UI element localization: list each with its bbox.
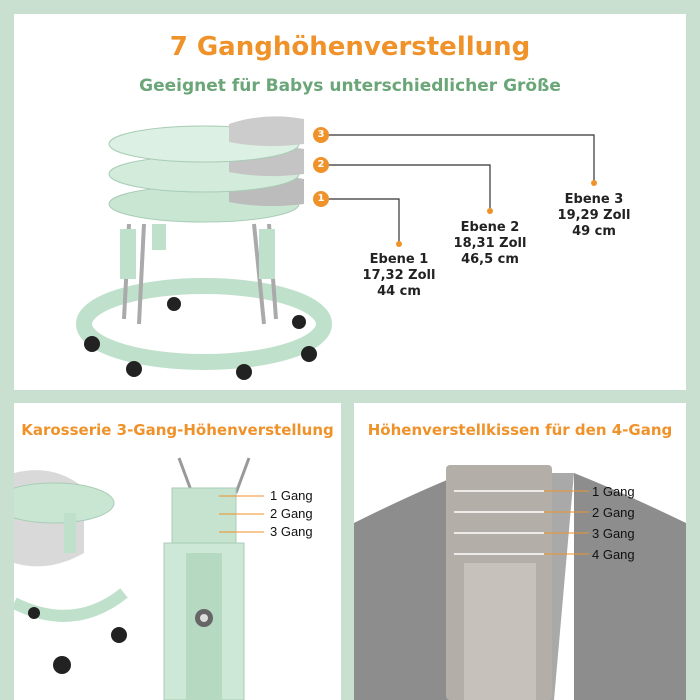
level-1-cm: 44 cm xyxy=(377,284,421,299)
level-3-inch: 19,29 Zoll xyxy=(557,208,631,223)
seat-cushion-closeup xyxy=(354,465,686,700)
level-3-badge: 3 xyxy=(313,127,329,143)
top-panel: 7 Ganghöhenverstellung Geeignet für Baby… xyxy=(14,14,686,390)
left-panel-title: Karosserie 3-Gang-Höhenverstellung xyxy=(21,421,334,439)
right-gear-3: 3 Gang xyxy=(592,526,635,541)
main-subtitle: Geeignet für Babys unterschiedlicher Grö… xyxy=(139,76,561,96)
level-3-name: Ebene 3 xyxy=(564,192,624,207)
level-1-badge: 1 xyxy=(313,191,329,207)
level-2-cm: 46,5 cm xyxy=(461,252,519,267)
level-1-info: Ebene 1 17,32 Zoll 44 cm xyxy=(359,252,439,300)
level-2-info: Ebene 2 18,31 Zoll 46,5 cm xyxy=(450,220,530,268)
left-panel: Karosserie 3-Gang-Höhenverstellung 1 Gan… xyxy=(14,403,341,700)
level-1-inch: 17,32 Zoll xyxy=(362,268,436,283)
left-gear-2: 2 Gang xyxy=(270,506,313,521)
left-gear-1: 1 Gang xyxy=(270,488,313,503)
height-adjust-closeup xyxy=(14,457,264,700)
baby-walker-illustration xyxy=(76,116,597,380)
right-panel: Höhenverstellkissen für den 4-Gang 1 Gan… xyxy=(354,403,686,700)
right-panel-title: Höhenverstellkissen für den 4-Gang xyxy=(367,421,673,439)
level-2-name: Ebene 2 xyxy=(460,220,520,235)
level-3-cm: 49 cm xyxy=(572,224,616,239)
level-1-name: Ebene 1 xyxy=(369,252,429,267)
level-2-badge: 2 xyxy=(313,157,329,173)
right-gear-1: 1 Gang xyxy=(592,484,635,499)
level-2-inch: 18,31 Zoll xyxy=(453,236,527,251)
left-gear-3: 3 Gang xyxy=(270,524,313,539)
right-gear-2: 2 Gang xyxy=(592,505,635,520)
level-3-info: Ebene 3 19,29 Zoll 49 cm xyxy=(554,192,634,240)
main-title: 7 Ganghöhenverstellung xyxy=(169,32,531,62)
right-gear-4: 4 Gang xyxy=(592,547,635,562)
